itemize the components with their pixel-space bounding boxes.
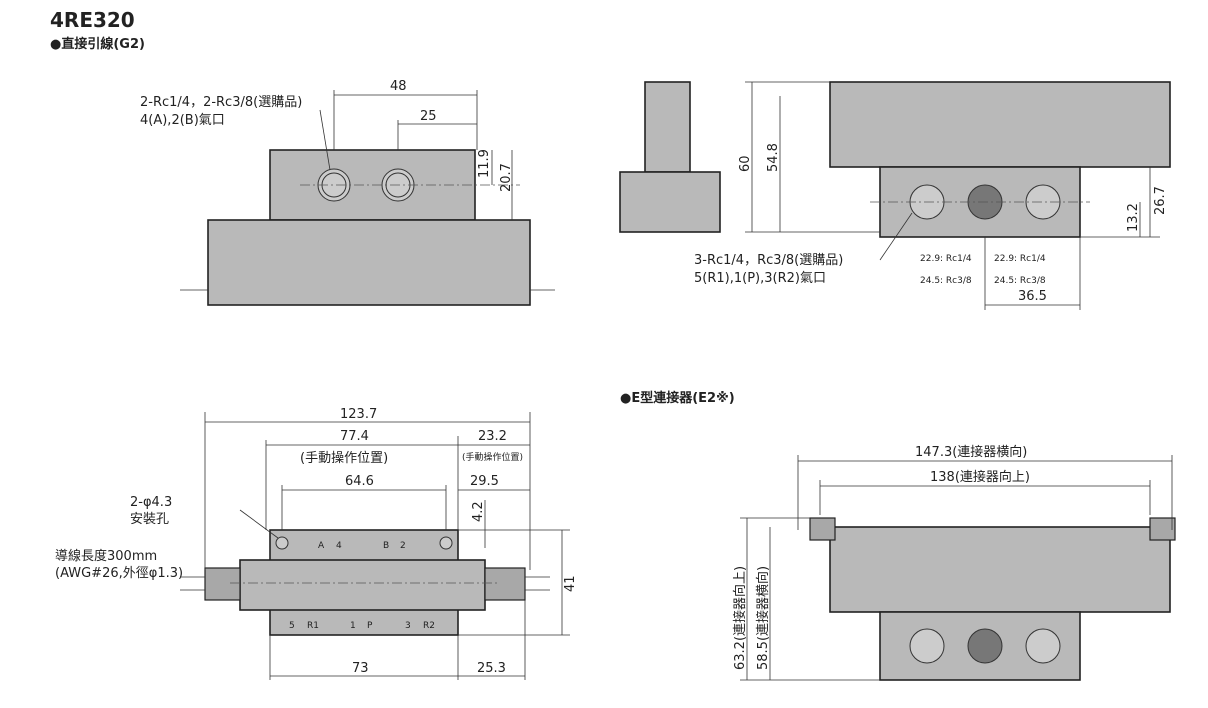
dim-48: 48	[390, 79, 407, 94]
port-mark-5: 5	[289, 621, 295, 631]
dim-23-2: 23.2	[478, 429, 507, 444]
mount-hole-spec: 2-φ4.3	[130, 495, 172, 510]
manual-position-small: (手動操作位置)	[462, 451, 523, 463]
wire-spec: (AWG#26,外徑φ1.3)	[55, 566, 183, 581]
port-mark-r2: R2	[423, 621, 435, 631]
port-note-ab-2: 4(A),2(B)氣口	[140, 113, 225, 128]
dim-20-7: 20.7	[499, 163, 514, 192]
dim-63-2: 63.2(連接器向上)	[732, 566, 748, 670]
dim-41: 41	[563, 575, 578, 592]
dim-4-2: 4.2	[471, 501, 486, 522]
manual-position-label: (手動操作位置)	[300, 450, 388, 466]
port-note-ab: 2-Rc1/4，2-Rc3/8(選購品)	[140, 95, 302, 110]
dim-77-4: 77.4	[340, 429, 369, 444]
dim-26-7: 26.7	[1153, 186, 1168, 215]
port-markings-top: A 4 B 2	[318, 541, 406, 551]
port-mark-r1: R1	[307, 621, 319, 631]
rc38-right: 24.5: Rc3/8	[994, 276, 1046, 286]
dim-123-7: 123.7	[340, 407, 377, 422]
e2-view: ●E型連接器(E2※) 147.3(連接器横向) 138(連接器向上) 63.2…	[620, 390, 1176, 681]
dim-138: 138(連接器向上)	[930, 469, 1030, 485]
port-mark-1: 1	[350, 621, 356, 631]
port-mark-p: P	[367, 621, 373, 631]
dim-73: 73	[352, 661, 369, 676]
dim-13-2: 13.2	[1126, 203, 1141, 232]
dim-60: 60	[738, 155, 753, 172]
mount-hole-label: 安裝孔	[130, 512, 169, 527]
port-note-rp: 3-Rc1/4，Rc3/8(選購品)	[694, 253, 843, 268]
port-markings-bottom: 5 R1 1 P 3 R2	[289, 621, 435, 631]
dim-29-5: 29.5	[470, 474, 499, 489]
port-mark-b: B	[383, 541, 389, 551]
port-mark-2: 2	[400, 541, 406, 551]
port-mark-3: 3	[405, 621, 411, 631]
top-view: 48 25 11.9 20.7 2-Rc1/4，2-Rc3/8(選購品) 4(A…	[140, 79, 555, 306]
dim-36-5: 36.5	[1018, 289, 1047, 304]
port-mark-4: 4	[336, 541, 342, 551]
section-g2-heading: ●直接引線(G2)	[50, 36, 145, 52]
bottom-view: 123.7 77.4 (手動操作位置) 23.2 (手動操作位置) 64.6 2…	[55, 407, 578, 680]
side-view: 60 54.8 13.2 26.7 22.9: Rc1/4 22.9: Rc1/…	[619, 81, 1171, 310]
section-e2-heading: ●E型連接器(E2※)	[620, 390, 735, 406]
port-note-rp-2: 5(R1),1(P),3(R2)氣口	[694, 271, 826, 286]
model-title: 4RE320	[50, 8, 135, 32]
dim-25: 25	[420, 109, 437, 124]
dim-54-8: 54.8	[766, 143, 781, 172]
wire-length: 導線長度300mm	[55, 548, 157, 564]
rc14-left: 22.9: Rc1/4	[920, 254, 972, 264]
dim-11-9: 11.9	[477, 149, 492, 178]
dim-147-3: 147.3(連接器横向)	[915, 444, 1027, 460]
rc38-left: 24.5: Rc3/8	[920, 276, 972, 286]
port-mark-a: A	[318, 541, 325, 551]
rc14-right: 22.9: Rc1/4	[994, 254, 1046, 264]
dim-58-5: 58.5(連接器横向)	[755, 566, 771, 670]
dim-25-3: 25.3	[477, 661, 506, 676]
dim-64-6: 64.6	[345, 474, 374, 489]
